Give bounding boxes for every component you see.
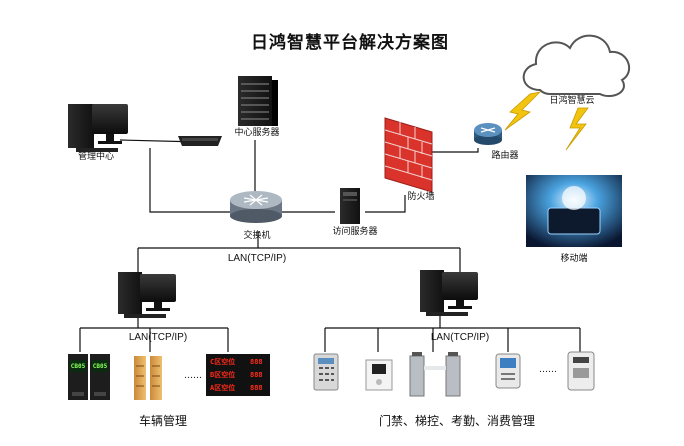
desktop-computer-icon-right: [420, 270, 478, 316]
attendance-terminal-icon: [495, 353, 521, 389]
mobile-node: 移动端: [526, 175, 622, 264]
vehicle-caption: 车辆管理: [139, 413, 187, 428]
sign-zone-b: B区空位: [210, 370, 235, 379]
sign-zone-c: C区空位: [210, 357, 235, 366]
access-workstation: [420, 270, 478, 316]
gate-display-1: CB05: [71, 363, 86, 370]
barrier-gate-icon: [134, 356, 162, 400]
access-server-label: 访问服务器: [332, 225, 377, 237]
desktop-computer-icon-left: [118, 272, 176, 318]
parking-guidance-sign: C区空位 888 B区空位 888 A区空位 888: [206, 354, 270, 396]
sign-count-c: 888: [250, 358, 263, 366]
card-reader-icon: [567, 351, 595, 391]
switch-icon: [230, 191, 282, 223]
management-center-label: 管理中心: [78, 150, 114, 162]
network-hub-icon: [178, 136, 222, 146]
access-caption: 门禁、梯控、考勤、消费管理: [379, 413, 535, 428]
vehicle-workstation: [118, 272, 176, 318]
parking-gate-terminal-1: CB05: [68, 354, 88, 400]
lan-left-label: LAN(TCP/IP): [129, 332, 187, 343]
access-server-node: 访问服务器: [332, 188, 378, 237]
sign-count-b: 888: [250, 371, 263, 379]
switch-node: 交换机: [230, 191, 282, 241]
router-node: 路由器: [474, 123, 519, 161]
gate-display-2: CB05: [93, 363, 108, 370]
tablet-icon: [547, 186, 601, 235]
lightning-icon: [504, 91, 542, 131]
mobile-label: 移动端: [560, 252, 587, 264]
turnstile-icon: [409, 352, 461, 397]
cloud-node: 日鸿智慧云: [522, 34, 631, 106]
desktop-computer-icon: [68, 104, 128, 152]
switch-label: 交换机: [243, 229, 270, 241]
firewall-icon: [384, 117, 433, 193]
tower-server-icon: [340, 188, 360, 224]
keypad-reader-icon: [313, 353, 339, 391]
diagram-title: 日鸿智慧平台解决方案图: [251, 32, 449, 53]
central-server-label: 中心服务器: [234, 126, 279, 138]
firewall-label: 防火墙: [407, 190, 434, 202]
cloud-icon: [522, 34, 631, 98]
parking-gate-terminal-2: CB05: [90, 354, 110, 400]
lightning-icon-mobile: [565, 107, 589, 151]
lan-right-label: LAN(TCP/IP): [431, 332, 489, 343]
elevator-controller-icon: [365, 359, 393, 391]
parking-gate-icon: [68, 354, 88, 400]
router-icon: [474, 123, 502, 145]
server-rack-icon: [238, 76, 278, 126]
management-center-node: 管理中心: [68, 104, 128, 162]
connection-lines: [79, 139, 581, 352]
cloud-label: 日鸿智慧云: [549, 94, 594, 106]
sign-count-a: 888: [250, 384, 263, 392]
access-ellipsis: ……: [539, 365, 557, 375]
lan-main-label: LAN(TCP/IP): [228, 253, 286, 264]
router-label: 路由器: [491, 149, 518, 161]
sign-zone-a: A区空位: [210, 383, 235, 392]
central-server-node: 中心服务器: [234, 76, 280, 138]
parking-gate-icon-2: [90, 354, 110, 400]
firewall-node: 防火墙: [384, 117, 435, 202]
vehicle-ellipsis: ……: [184, 371, 202, 381]
